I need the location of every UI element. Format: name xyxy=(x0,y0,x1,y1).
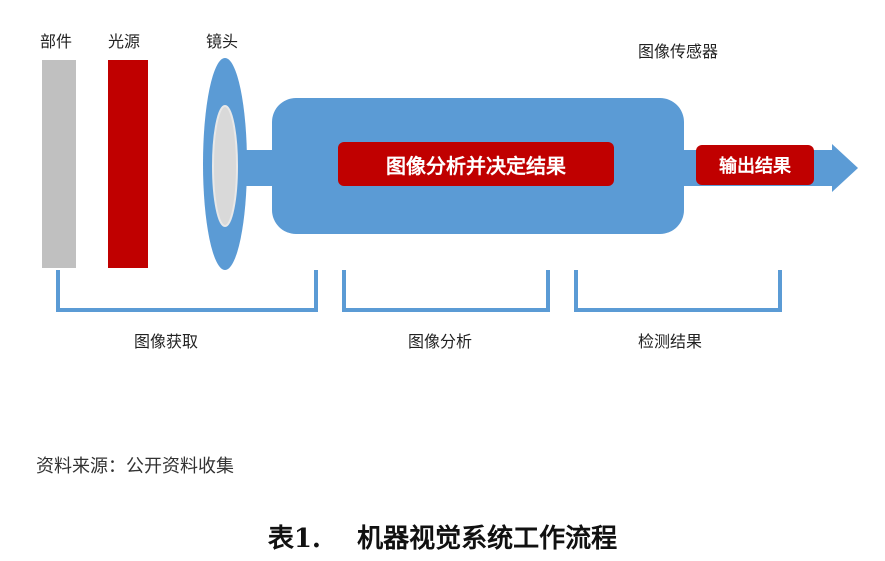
light-source-label: 光源 xyxy=(108,32,141,51)
stage-analyze-label: 图像分析 xyxy=(408,332,473,351)
process-box: 图像分析并决定结果 xyxy=(338,142,614,186)
part-label: 部件 xyxy=(40,32,73,51)
output-arrow-icon xyxy=(832,144,858,192)
stage-result-label: 检测结果 xyxy=(638,332,703,351)
acquire-bracket xyxy=(56,270,318,312)
source-note: 资料来源：公开资料收集 xyxy=(36,456,234,477)
lens-shape xyxy=(203,58,247,270)
result-bracket xyxy=(574,270,782,312)
analyze-bracket xyxy=(342,270,550,312)
lens-label: 镜头 xyxy=(206,32,239,51)
part-block xyxy=(42,60,76,268)
output-box: 输出结果 xyxy=(696,145,814,185)
figure-title: 表1. 机器视觉系统工作流程 xyxy=(267,524,618,554)
light-source-block xyxy=(108,60,148,268)
image-sensor-label: 图像传感器 xyxy=(638,42,719,61)
lens-inner xyxy=(212,105,238,227)
lens-connector xyxy=(244,150,274,186)
stage-acquire-label: 图像获取 xyxy=(134,332,199,351)
